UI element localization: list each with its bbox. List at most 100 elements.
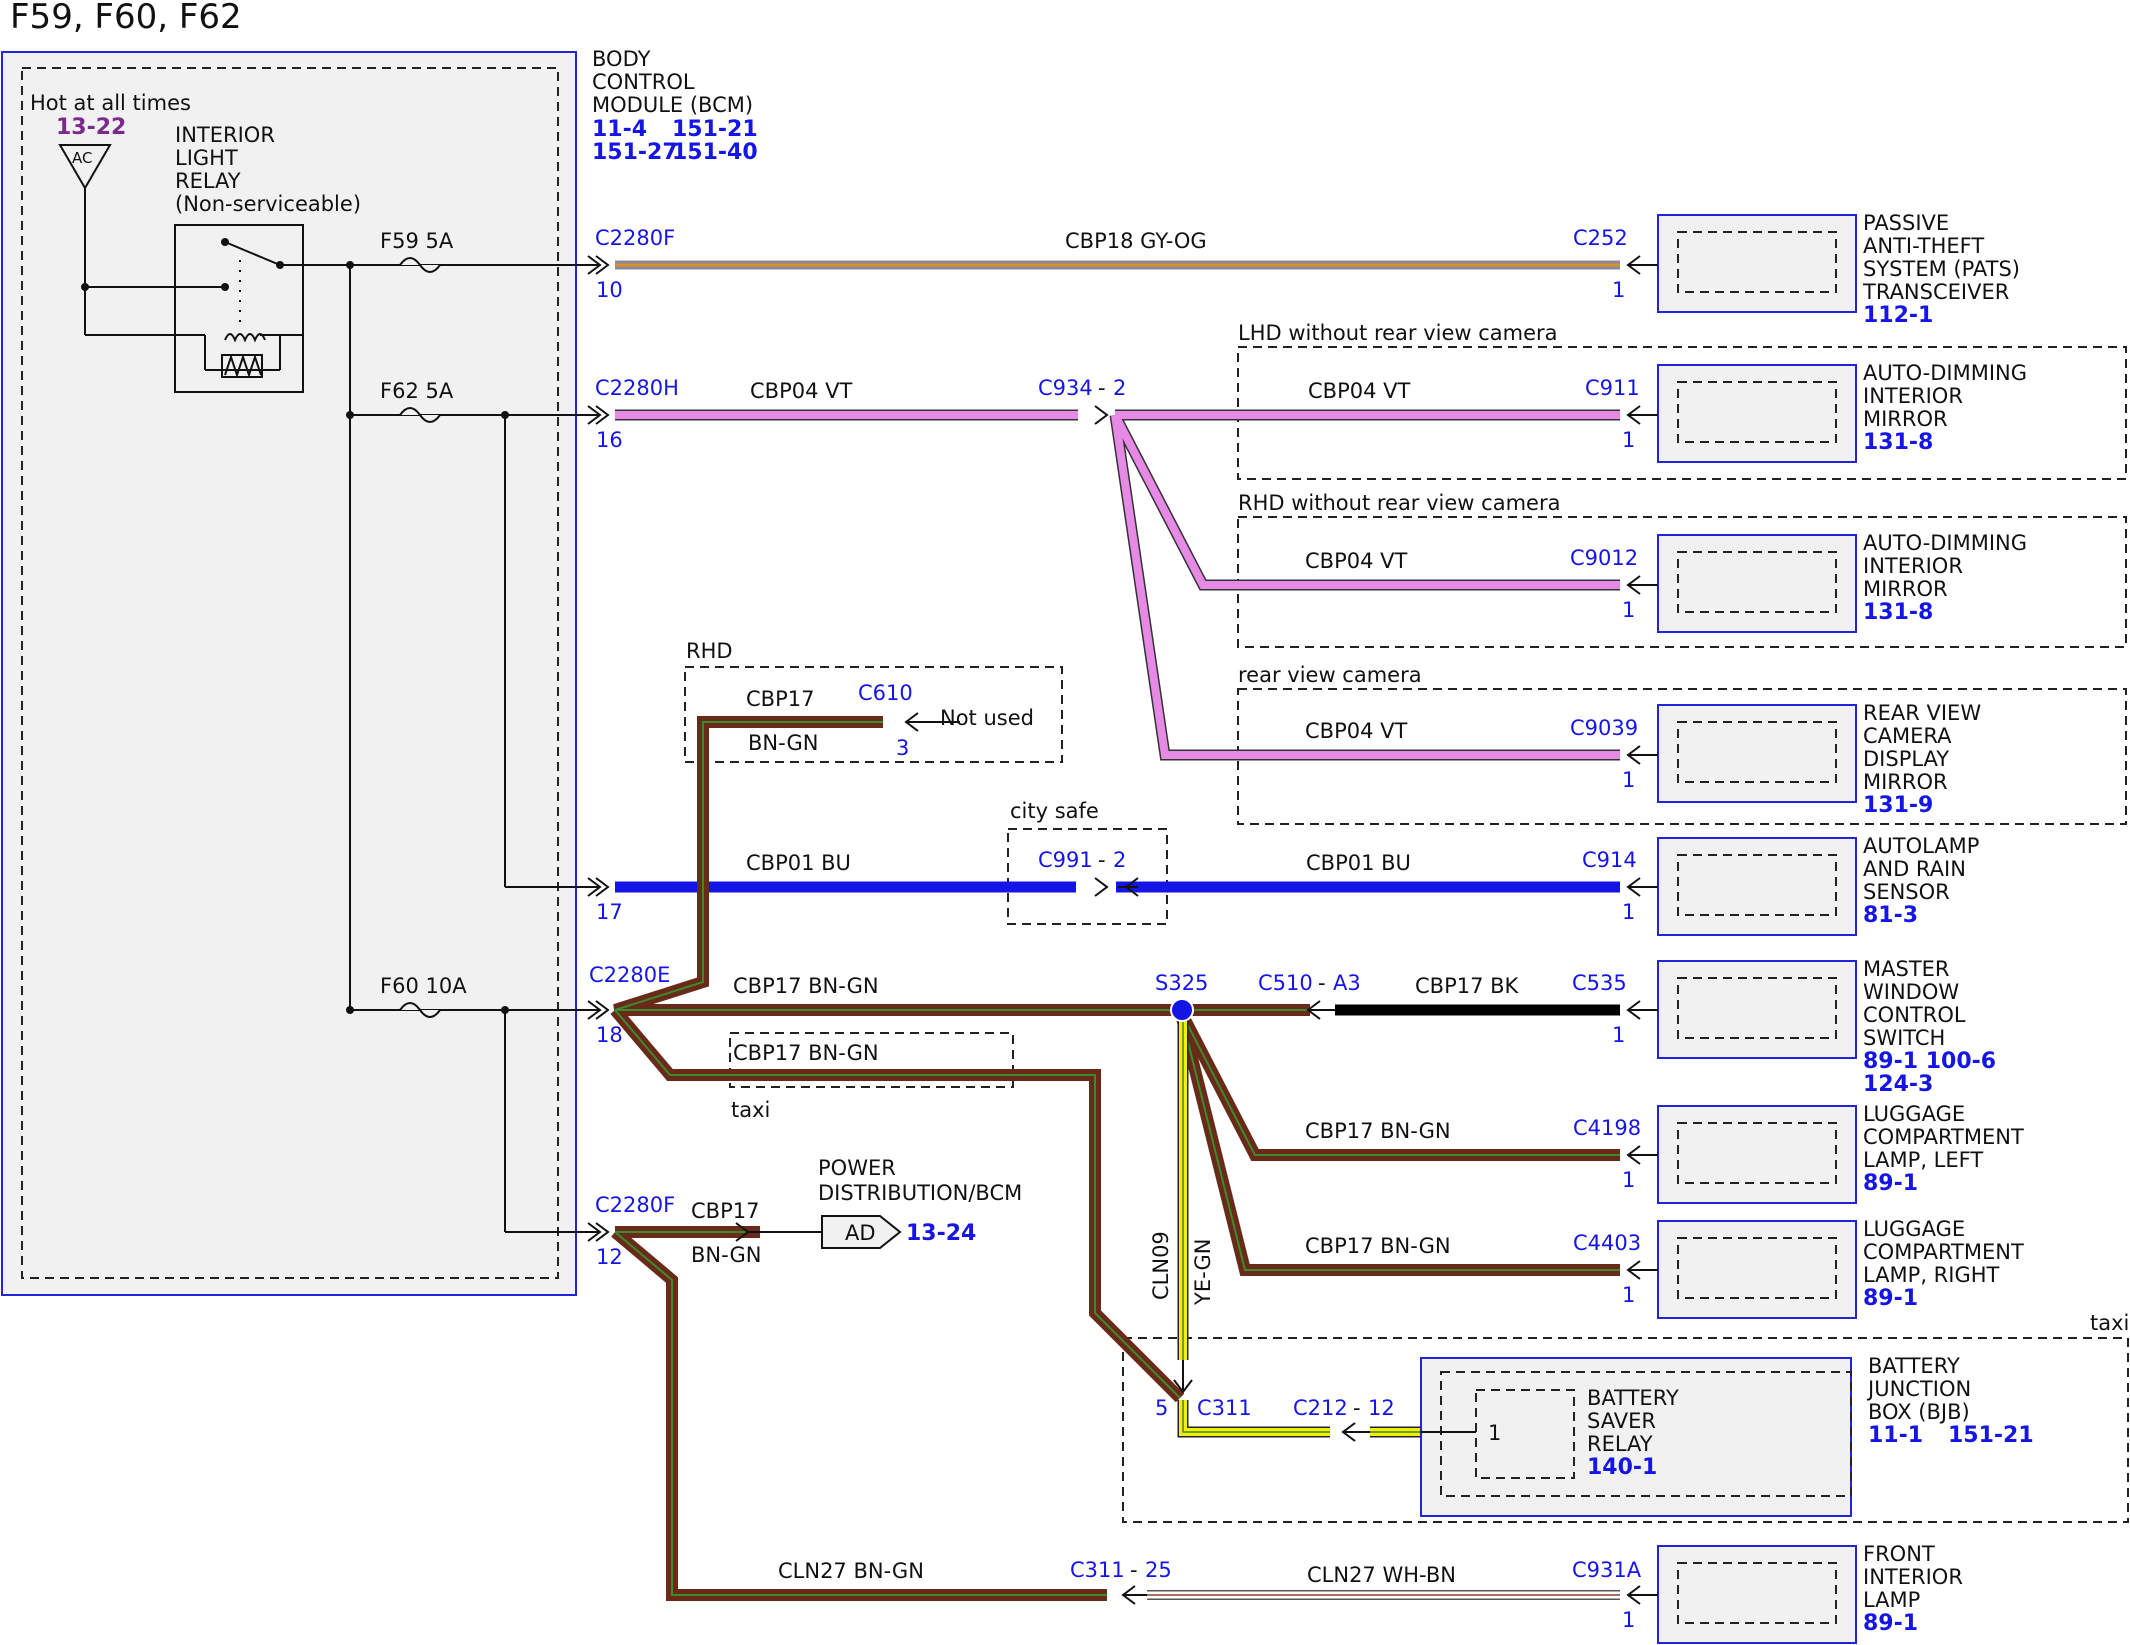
svg-text:-: - xyxy=(1098,848,1106,872)
window-switch-box xyxy=(1657,960,1857,1059)
svg-text:CBP04 VT: CBP04 VT xyxy=(750,379,852,403)
component-connector-arrows xyxy=(1420,255,1658,1605)
svg-text:C212: C212 xyxy=(1293,1396,1348,1420)
svg-text:REAR VIEW: REAR VIEW xyxy=(1863,701,1981,725)
svg-text:18: 18 xyxy=(596,1023,623,1047)
svg-text:BATTERY: BATTERY xyxy=(1868,1354,1960,1378)
svg-text:BN-GN: BN-GN xyxy=(691,1243,761,1267)
svg-text:12: 12 xyxy=(596,1245,623,1269)
group-rhd xyxy=(684,666,1063,763)
svg-text:89-1 100-6: 89-1 100-6 xyxy=(1863,1049,1996,1074)
svg-text:BN-GN: BN-GN xyxy=(748,731,818,755)
svg-text:C4403: C4403 xyxy=(1573,1231,1641,1255)
group-rear-cam-label: rear view camera xyxy=(1238,663,1422,687)
svg-text:C2280E: C2280E xyxy=(589,963,670,987)
group-rear-camera xyxy=(1237,688,2127,825)
svg-text:YE-GN: YE-GN xyxy=(1191,1239,1215,1306)
group-rhd-nocam-label: RHD without rear view camera xyxy=(1238,491,1560,515)
wire-cbp04-vt xyxy=(615,409,1620,761)
svg-text:89-1: 89-1 xyxy=(1863,1611,1918,1636)
svg-text:CBP18 GY-OG: CBP18 GY-OG xyxy=(1065,229,1207,253)
svg-text:151-40: 151-40 xyxy=(672,140,758,165)
svg-text:RELAY: RELAY xyxy=(1587,1432,1653,1456)
svg-text:-: - xyxy=(1098,376,1106,400)
svg-text:1: 1 xyxy=(1622,1168,1635,1192)
svg-text:AND RAIN: AND RAIN xyxy=(1863,857,1966,881)
svg-text:-: - xyxy=(1130,1558,1138,1582)
svg-text:BATTERY: BATTERY xyxy=(1587,1386,1679,1410)
svg-text:C914: C914 xyxy=(1582,848,1637,872)
group-taxi-bjb xyxy=(1122,1337,2129,1523)
svg-text:151-21: 151-21 xyxy=(1948,1423,2034,1448)
svg-text:CONTROL: CONTROL xyxy=(592,70,695,94)
svg-text:1: 1 xyxy=(1622,598,1635,622)
svg-text:25: 25 xyxy=(1145,1558,1172,1582)
svg-text:LAMP: LAMP xyxy=(1863,1588,1920,1612)
bjb-box xyxy=(1420,1357,1852,1517)
svg-text:CBP17 BN-GN: CBP17 BN-GN xyxy=(733,1041,879,1065)
svg-text:CAMERA: CAMERA xyxy=(1863,724,1952,748)
power-dist-line2: DISTRIBUTION/BCM xyxy=(818,1181,1022,1205)
svg-text:MIRROR: MIRROR xyxy=(1863,770,1948,794)
svg-text:CBP04 VT: CBP04 VT xyxy=(1308,379,1410,403)
svg-text:LUGGAGE: LUGGAGE xyxy=(1863,1217,1965,1241)
svg-text:SENSOR: SENSOR xyxy=(1863,880,1950,904)
group-rhd-label: RHD xyxy=(686,639,733,663)
hot-ref: 13-22 xyxy=(56,115,126,140)
svg-text:-: - xyxy=(1353,1396,1361,1420)
svg-text:131-8: 131-8 xyxy=(1863,430,1933,455)
svg-text:AUTOLAMP: AUTOLAMP xyxy=(1863,834,1979,858)
component-boxes xyxy=(1420,214,1857,1644)
svg-text:DISPLAY: DISPLAY xyxy=(1863,747,1949,771)
rv-mirror-box xyxy=(1657,704,1857,803)
svg-text:CBP17: CBP17 xyxy=(746,687,814,711)
svg-text:CBP17 BK: CBP17 BK xyxy=(1415,974,1520,998)
svg-text:JUNCTION: JUNCTION xyxy=(1866,1377,1971,1401)
svg-text:17: 17 xyxy=(596,900,623,924)
bcm-inner-dashed xyxy=(21,67,559,1279)
svg-text:C9012: C9012 xyxy=(1570,546,1638,570)
power-dist-line1: POWER xyxy=(818,1156,896,1180)
wire-cbp17-bn-gn xyxy=(610,716,1620,1601)
svg-text:CBP01 BU: CBP01 BU xyxy=(746,851,851,875)
bcm-box xyxy=(1,51,577,1296)
svg-text:CLN09: CLN09 xyxy=(1149,1231,1173,1300)
group-taxi-splice xyxy=(729,1032,1014,1088)
autolamp-box xyxy=(1657,837,1857,936)
group-city-safe-label: city safe xyxy=(1010,799,1099,823)
svg-text:CBP17: CBP17 xyxy=(691,1199,759,1223)
svg-text:MASTER: MASTER xyxy=(1863,957,1950,981)
svg-text:AUTO-DIMMING: AUTO-DIMMING xyxy=(1863,361,2027,385)
svg-text:INTERIOR: INTERIOR xyxy=(1863,554,1963,578)
svg-text:CONTROL: CONTROL xyxy=(1863,1003,1966,1027)
relay-box xyxy=(174,224,304,393)
svg-text:1: 1 xyxy=(1612,278,1625,302)
svg-text:1: 1 xyxy=(1622,1608,1635,1632)
svg-text:1: 1 xyxy=(1622,768,1635,792)
svg-text:1: 1 xyxy=(1622,900,1635,924)
ad-label: AD xyxy=(845,1221,876,1245)
svg-text:SWITCH: SWITCH xyxy=(1863,1026,1945,1050)
hot-label: Hot at all times xyxy=(30,91,191,115)
svg-text:1: 1 xyxy=(1622,428,1635,452)
svg-text:16: 16 xyxy=(596,428,623,452)
svg-text:C9039: C9039 xyxy=(1570,716,1638,740)
svg-text:SYSTEM (PATS): SYSTEM (PATS) xyxy=(1863,257,2020,281)
svg-text:3: 3 xyxy=(896,736,909,760)
svg-text:CLN27 BN-GN: CLN27 BN-GN xyxy=(778,1559,924,1583)
svg-text:MIRROR: MIRROR xyxy=(1863,407,1948,431)
luggage-right-box xyxy=(1657,1220,1857,1319)
svg-text:SAVER: SAVER xyxy=(1587,1409,1656,1433)
relay-title: INTERIOR LIGHT RELAY (Non-serviceable) xyxy=(175,123,361,216)
svg-text:INTERIOR: INTERIOR xyxy=(1863,1565,1963,1589)
svg-text:C991: C991 xyxy=(1038,848,1093,872)
svg-text:MODULE (BCM): MODULE (BCM) xyxy=(592,93,753,117)
wire-labels: CBP18 GY-OG CBP04 VT CBP04 VT CBP04 VT C… xyxy=(691,229,1520,1587)
front-lamp-box xyxy=(1657,1545,1857,1644)
svg-text:CBP04 VT: CBP04 VT xyxy=(1305,719,1407,743)
svg-text:C311: C311 xyxy=(1070,1558,1125,1582)
svg-text:89-1: 89-1 xyxy=(1863,1171,1918,1196)
svg-text:-: - xyxy=(1318,971,1326,995)
group-taxi-label: taxi xyxy=(731,1098,770,1122)
svg-text:C510: C510 xyxy=(1258,971,1313,995)
